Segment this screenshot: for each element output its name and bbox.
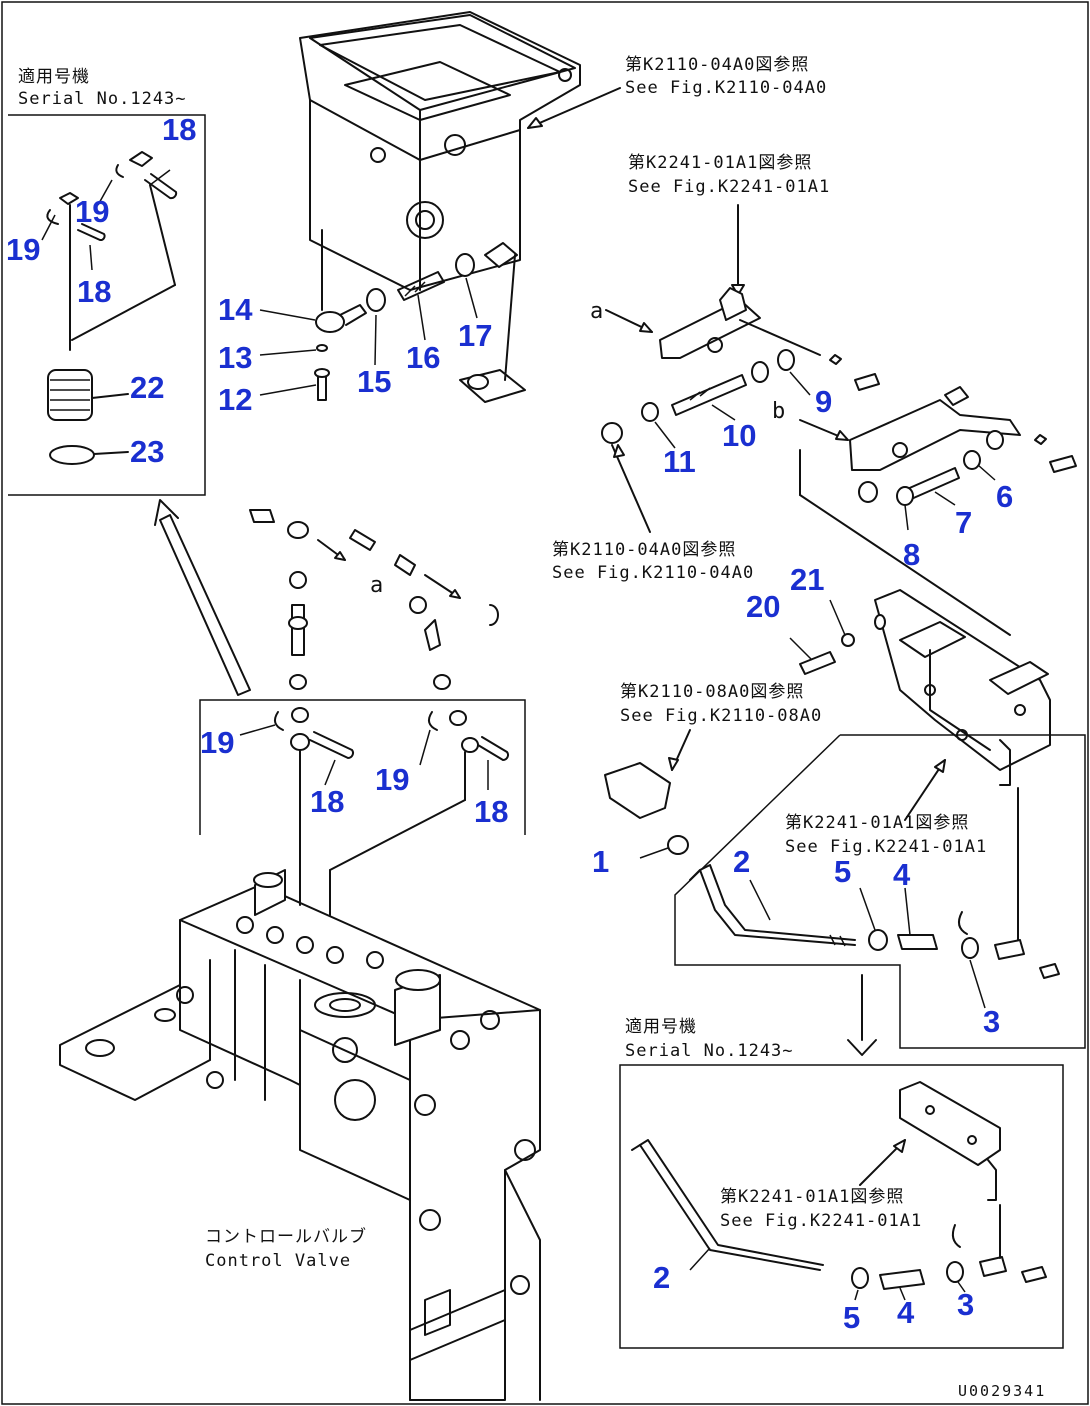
pedal-rod-alt [631, 1139, 1047, 1290]
ref-k2241-01a1-b-en: See Fig.K2241-01A1 [785, 837, 987, 857]
callout-22: 22 [130, 370, 164, 405]
callout-9: 9 [815, 384, 832, 419]
pedal-bracket-alt: 第K2241-01A1図参照 See Fig.K2241-01A1 [720, 1081, 1001, 1231]
bellcrank-upper: a [590, 287, 880, 391]
ref-k2241-01a1-c-en: See Fig.K2241-01A1 [720, 1211, 922, 1231]
callout-11: 11 [663, 444, 696, 479]
leaders [41, 169, 996, 1301]
callout-18-inset-a: 18 [162, 112, 196, 147]
callout-4-upper: 4 [893, 857, 911, 892]
callout-5-upper: 5 [834, 854, 851, 889]
callout-17: 17 [458, 318, 492, 353]
ref-k2241-01a1-c-jp: 第K2241-01A1図参照 [720, 1187, 904, 1207]
ref-k2241-01a1-en: See Fig.K2241-01A1 [628, 177, 830, 197]
serial-bottom-jp: 適用号機 [625, 1017, 697, 1037]
ref-k2110-04a0-jp: 第K2110-04A0図参照 [625, 55, 809, 75]
callout-14: 14 [218, 292, 253, 327]
callout-7: 7 [955, 505, 972, 540]
callout-23: 23 [130, 434, 164, 469]
callout-18-inset-b: 18 [77, 274, 111, 309]
callout-13: 13 [218, 340, 252, 375]
bellcrank-lower: b [772, 386, 1077, 506]
callout-3-lower: 3 [957, 1287, 974, 1322]
inset-bottom-right [619, 1064, 1064, 1349]
callout-18-center-b: 18 [474, 794, 508, 829]
serial-bottom-en: Serial No.1243~ [625, 1041, 794, 1061]
callout-6: 6 [996, 479, 1013, 514]
callout-19-inset-b: 19 [6, 232, 40, 267]
callout-1: 1 [592, 844, 609, 879]
callout-2-lower: 2 [653, 1260, 670, 1295]
callout-5-lower: 5 [843, 1300, 860, 1335]
callout-16: 16 [406, 340, 440, 375]
ref-k2110-04a0-en: See Fig.K2110-04A0 [625, 78, 827, 98]
callout-12: 12 [218, 382, 252, 417]
control-valve-jp: コントロールバルブ [205, 1226, 367, 1247]
callout-21: 21 [790, 562, 824, 597]
callout-18-center-a: 18 [310, 784, 344, 819]
ref-k2110-08a0-en: See Fig.K2110-08A0 [620, 706, 822, 726]
center-linkage: a [249, 509, 499, 690]
serial-top-en: Serial No.1243~ [18, 89, 187, 109]
control-valve-en: Control Valve [205, 1251, 351, 1271]
ref-k2241-01a1-jp: 第K2241-01A1図参照 [628, 153, 812, 173]
ref-k2110-08a0-jp: 第K2110-08A0図参照 [620, 682, 804, 702]
mark-a: a [590, 299, 604, 324]
callout-19-inset-a: 19 [75, 194, 109, 229]
callout-8: 8 [903, 537, 920, 572]
pedal-bracket [799, 449, 1051, 786]
callout-10: 10 [722, 418, 756, 453]
callout-2-upper: 2 [733, 844, 750, 879]
center-box-pins [273, 707, 509, 871]
callout-4-lower: 4 [897, 1295, 915, 1330]
callout-3-upper: 3 [983, 1004, 1000, 1039]
callout-19-center-a: 19 [200, 725, 234, 760]
ref-k2110-04a0-b-jp: 第K2110-04A0図参照 [552, 540, 736, 560]
inset-top-left: 適用号機 Serial No.1243~ [8, 67, 206, 496]
cover-housing [299, 11, 581, 311]
callout-20: 20 [746, 589, 780, 624]
figure-code: U0029341 [958, 1382, 1046, 1400]
callout-numbers: 18 19 19 18 22 23 14 13 12 15 16 17 9 10… [6, 112, 1013, 1335]
pedal-rod-upper [689, 787, 1060, 979]
band-clamp [49, 445, 129, 465]
rod-end-assembly [314, 242, 526, 403]
mark-a-center: a [370, 573, 384, 598]
serial-top-jp: 適用号機 [18, 67, 90, 87]
arrow-to-inset [154, 499, 251, 696]
ref-k2110-04a0-b-en: See Fig.K2110-04A0 [552, 563, 754, 583]
callout-19-center-b: 19 [375, 762, 409, 797]
ref-k2241-01a1-b-jp: 第K2241-01A1図参照 [785, 813, 969, 833]
rubber-boot [47, 369, 129, 421]
control-valve [59, 869, 541, 1401]
mark-b: b [772, 399, 786, 424]
callout-15: 15 [357, 364, 391, 399]
pushrod-upper [601, 374, 747, 533]
